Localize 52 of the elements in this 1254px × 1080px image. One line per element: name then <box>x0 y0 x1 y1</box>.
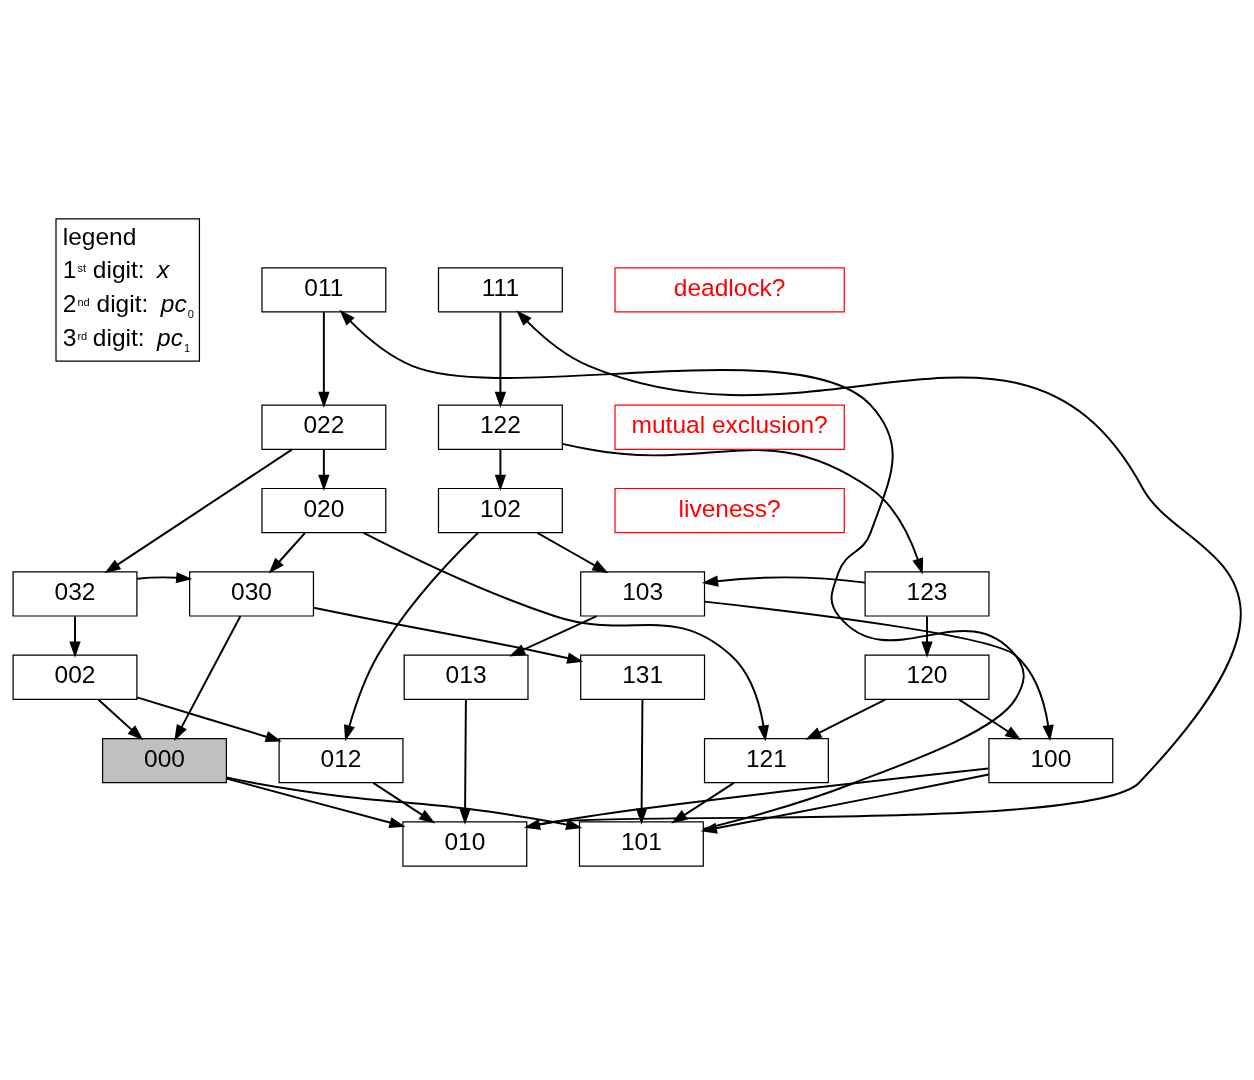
node-box: 122 <box>437 404 563 450</box>
arrow <box>701 575 866 587</box>
arrow <box>344 531 480 742</box>
node-box: 121 <box>703 738 829 784</box>
arrow <box>312 606 584 664</box>
node-box: mutual exclusion? <box>614 404 845 450</box>
node-box: 013 <box>403 654 529 700</box>
label: 1$^{st}$ digit: x <box>62 255 170 283</box>
node-box: deadlock? <box>614 267 845 313</box>
node-box: 032 <box>12 571 138 617</box>
arrow <box>104 448 293 574</box>
label: 2$^{nd}$ digit: pc$_{0}$ <box>62 289 194 320</box>
arrow <box>69 615 81 658</box>
arrow <box>268 532 306 574</box>
node-box: 111 <box>437 267 563 313</box>
node-box: 010 <box>402 821 528 867</box>
node-box: 012 <box>278 738 404 784</box>
label: legend <box>62 222 137 250</box>
node-box: 103 <box>580 571 706 617</box>
node-box: 120 <box>864 654 990 700</box>
arrow <box>136 572 193 584</box>
node-box: 030 <box>189 571 315 617</box>
node-box: liveness? <box>614 487 845 534</box>
arrow <box>318 311 330 409</box>
node-box: 123 <box>864 571 990 617</box>
arrow <box>703 600 1054 742</box>
arrow <box>509 615 598 657</box>
arrow <box>494 311 507 409</box>
node-box: 020 <box>261 487 387 534</box>
node-box: 022 <box>261 404 387 450</box>
arrow <box>921 615 933 658</box>
arrow <box>372 781 436 824</box>
arrow <box>174 615 242 741</box>
node-box: 002 <box>12 654 138 700</box>
arrow <box>958 698 1022 741</box>
arrow <box>97 698 144 741</box>
node-box: 101 <box>578 821 704 867</box>
node-box: 131 <box>580 654 706 700</box>
arrow <box>225 777 406 829</box>
arrow <box>561 442 924 575</box>
arrow <box>536 531 609 574</box>
arrow <box>494 448 507 491</box>
arrow <box>136 696 282 743</box>
arrow <box>805 698 887 740</box>
node-box: 000 <box>101 738 227 784</box>
node-box: 102 <box>437 487 563 534</box>
arrow <box>362 531 770 742</box>
node-box: 100 <box>988 738 1114 784</box>
node-box: 011 <box>261 267 387 313</box>
arrow <box>318 448 330 491</box>
arrow <box>459 698 471 825</box>
label: 3$^{rd}$ digit: pc$_{1}$ <box>62 324 191 355</box>
